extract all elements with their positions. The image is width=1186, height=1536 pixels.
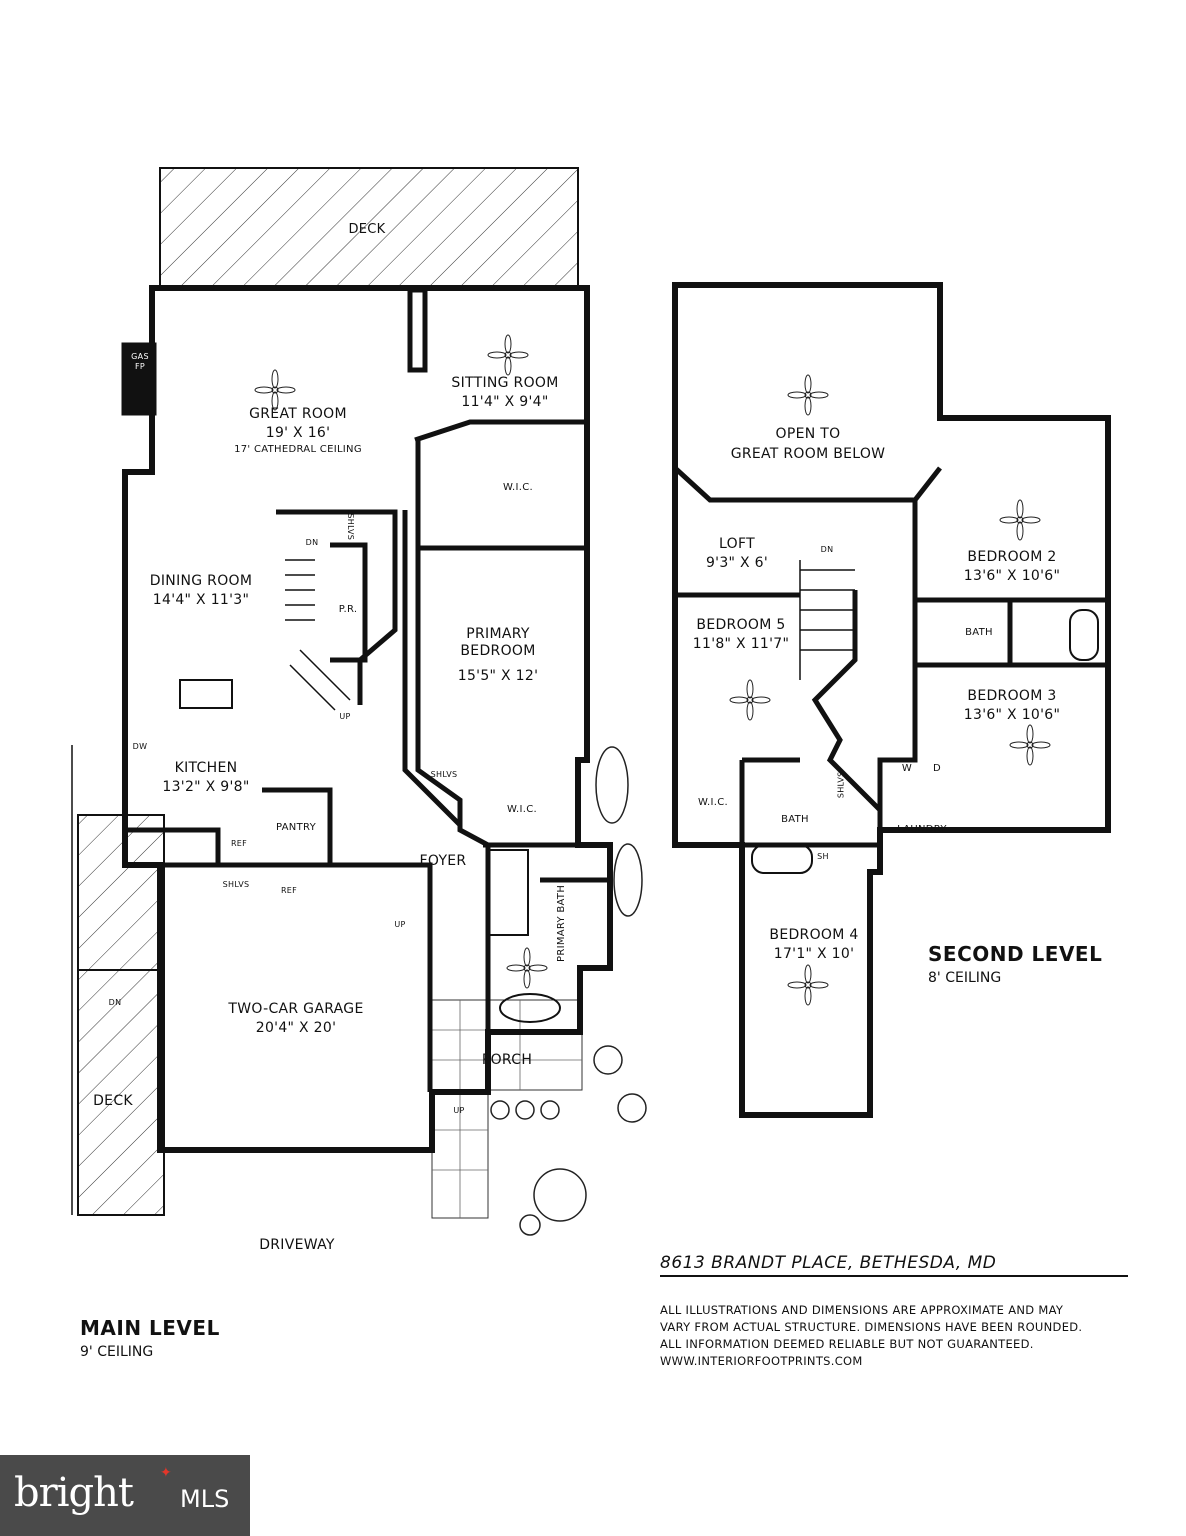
property-address: 8613 BRANDT PLACE, BETHESDA, MD <box>660 1253 997 1273</box>
disclaimer-line: ALL ILLUSTRATIONS AND DIMENSIONS ARE APP… <box>660 1303 1064 1317</box>
sitting-room-dims: 11'4" X 9'4" <box>461 394 549 410</box>
wic-label: W.I.C. <box>502 482 534 493</box>
bright-mls-watermark: bright ✦ MLS <box>0 1455 250 1536</box>
ceiling-fan-icon <box>729 679 771 721</box>
great-room-dims: 19' X 16' <box>265 425 331 441</box>
washer-label: W <box>901 763 913 774</box>
kitchen-dims: 13'2" X 9'8" <box>162 779 250 795</box>
bedroom-2-label: BEDROOM 2 <box>967 549 1057 565</box>
shelves-label: SHLVS <box>222 880 250 889</box>
shower-label: SH <box>817 852 829 861</box>
loft-dims: 9'3" X 6' <box>705 555 769 571</box>
garage-dims: 20'4" X 20' <box>255 1020 337 1036</box>
primary-bedroom-label: PRIMARY BEDROOM <box>460 626 536 659</box>
disclaimer-line: ALL INFORMATION DEEMED RELIABLE BUT NOT … <box>660 1337 1034 1351</box>
primary-bedroom-dims: 15'5" X 12' <box>457 668 539 684</box>
bath-label: BATH <box>781 814 809 825</box>
disclaimer: ALL ILLUSTRATIONS AND DIMENSIONS ARE APP… <box>660 1302 1082 1370</box>
ceiling-fan-icon <box>254 369 296 411</box>
primary-bath-label: PRIMARY BATH <box>556 884 567 962</box>
bath-label: BATH <box>965 627 993 638</box>
watermark-brand: bright <box>14 1470 134 1516</box>
ceiling-fan-icon <box>787 374 829 416</box>
wic-label: W.I.C. <box>506 804 538 815</box>
shelves-label: SHLVS <box>346 513 356 541</box>
shelves-label: SHLVS <box>430 770 458 779</box>
stair-up-label: UP <box>339 712 351 721</box>
bedroom-4-dims: 17'1" X 10' <box>773 946 855 962</box>
porch-stones <box>431 999 583 1091</box>
refrigerator-label: REF <box>280 886 298 895</box>
shelves-label: SHLVS <box>836 771 846 799</box>
gas-fireplace-label: GAS FP <box>131 352 149 371</box>
great-room-label: GREAT ROOM <box>249 406 347 422</box>
dryer-label: D <box>932 763 942 774</box>
laundry-label: LAUNDRY <box>897 824 947 835</box>
dining-room-dims: 14'4" X 11'3" <box>152 592 250 608</box>
driveway-label: DRIVEWAY <box>259 1237 335 1253</box>
deck-dn-label: DN <box>108 998 122 1007</box>
deck-side <box>77 814 165 1216</box>
main-level-ceiling: 9' CEILING <box>80 1344 154 1360</box>
deck-label: DECK <box>348 222 386 237</box>
watermark-suffix: MLS <box>180 1485 230 1513</box>
dining-room-label: DINING ROOM <box>149 573 253 589</box>
wic-label: W.I.C. <box>697 797 729 808</box>
stair-dn-label: DN <box>305 538 319 547</box>
pantry-label: PANTRY <box>275 822 317 833</box>
refrigerator-label: REF <box>230 839 248 848</box>
bedroom-3-dims: 13'6" X 10'6" <box>963 707 1061 723</box>
ceiling-fan-icon <box>506 947 548 989</box>
stair-dn-label: DN <box>820 545 834 554</box>
garage-up-label: UP <box>394 920 406 929</box>
sitting-room-label: SITTING ROOM <box>451 375 559 391</box>
loft-label: LOFT <box>719 536 755 552</box>
bedroom-3-label: BEDROOM 3 <box>967 688 1057 704</box>
watermark-star-icon: ✦ <box>160 1465 172 1481</box>
bedroom-4-label: BEDROOM 4 <box>769 927 859 943</box>
ceiling-fan-icon <box>787 964 829 1006</box>
great-room-note: 17' CATHEDRAL CEILING <box>234 444 362 455</box>
garage-label: TWO-CAR GARAGE <box>228 1001 364 1017</box>
address-underline <box>660 1275 1128 1277</box>
great-room-below-label: GREAT ROOM BELOW <box>730 446 886 462</box>
side-deck-label: DECK <box>93 1093 133 1109</box>
bedroom-2-dims: 13'6" X 10'6" <box>963 568 1061 584</box>
porch-up-label: UP <box>453 1106 465 1115</box>
second-level-ceiling: 8' CEILING <box>928 970 1002 986</box>
deck-top <box>159 167 579 289</box>
porch-label: PORCH <box>481 1052 533 1068</box>
powder-room-label: P.R. <box>338 604 358 615</box>
disclaimer-website: WWW.INTERIORFOOTPRINTS.COM <box>660 1354 863 1368</box>
dishwasher-label: DW <box>132 742 148 751</box>
bedroom-5-dims: 11'8" X 11'7" <box>692 636 790 652</box>
bedroom-5-label: BEDROOM 5 <box>696 617 786 633</box>
landscaping <box>490 746 647 1236</box>
disclaimer-line: VARY FROM ACTUAL STRUCTURE. DIMENSIONS H… <box>660 1320 1083 1334</box>
ceiling-fan-icon <box>999 499 1041 541</box>
open-to-label: OPEN TO <box>775 426 841 442</box>
ceiling-fan-icon <box>487 334 529 376</box>
ceiling-fan-icon <box>1009 724 1051 766</box>
foyer-label: FOYER <box>419 853 467 869</box>
main-level-title: MAIN LEVEL <box>80 1316 220 1340</box>
second-level-title: SECOND LEVEL <box>928 942 1103 966</box>
kitchen-label: KITCHEN <box>174 760 238 776</box>
